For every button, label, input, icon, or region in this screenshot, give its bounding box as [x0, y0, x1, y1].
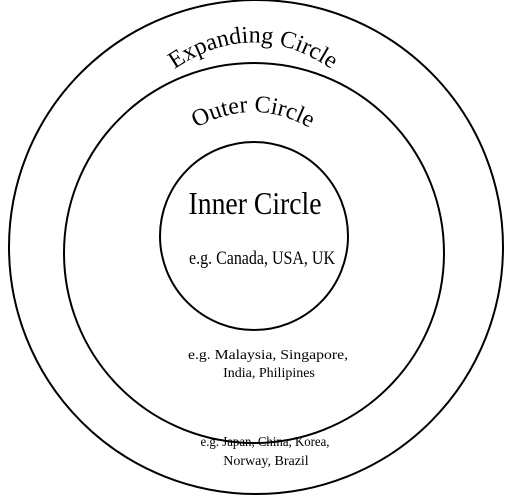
expanding-circle-examples-line1: e.g. Japan, China, Korea,: [201, 435, 330, 450]
inner-circle-examples: e.g. Canada, USA, UK: [189, 248, 335, 269]
outer-circle: [63, 62, 445, 444]
outer-circle-examples-line2: India, Philipines: [223, 366, 315, 381]
expanding-circle: [8, 0, 504, 495]
inner-circle: [159, 141, 349, 331]
outer-circle-title: Outer Circle: [187, 92, 319, 133]
inner-circle-title: Inner Circle: [189, 185, 322, 221]
expanding-circle-examples-line2: Norway, Brazil: [223, 454, 309, 469]
expanding-circle-title: Expanding Circle: [164, 22, 343, 74]
outer-circle-examples-line1: e.g. Malaysia, Singapore,: [188, 348, 348, 363]
